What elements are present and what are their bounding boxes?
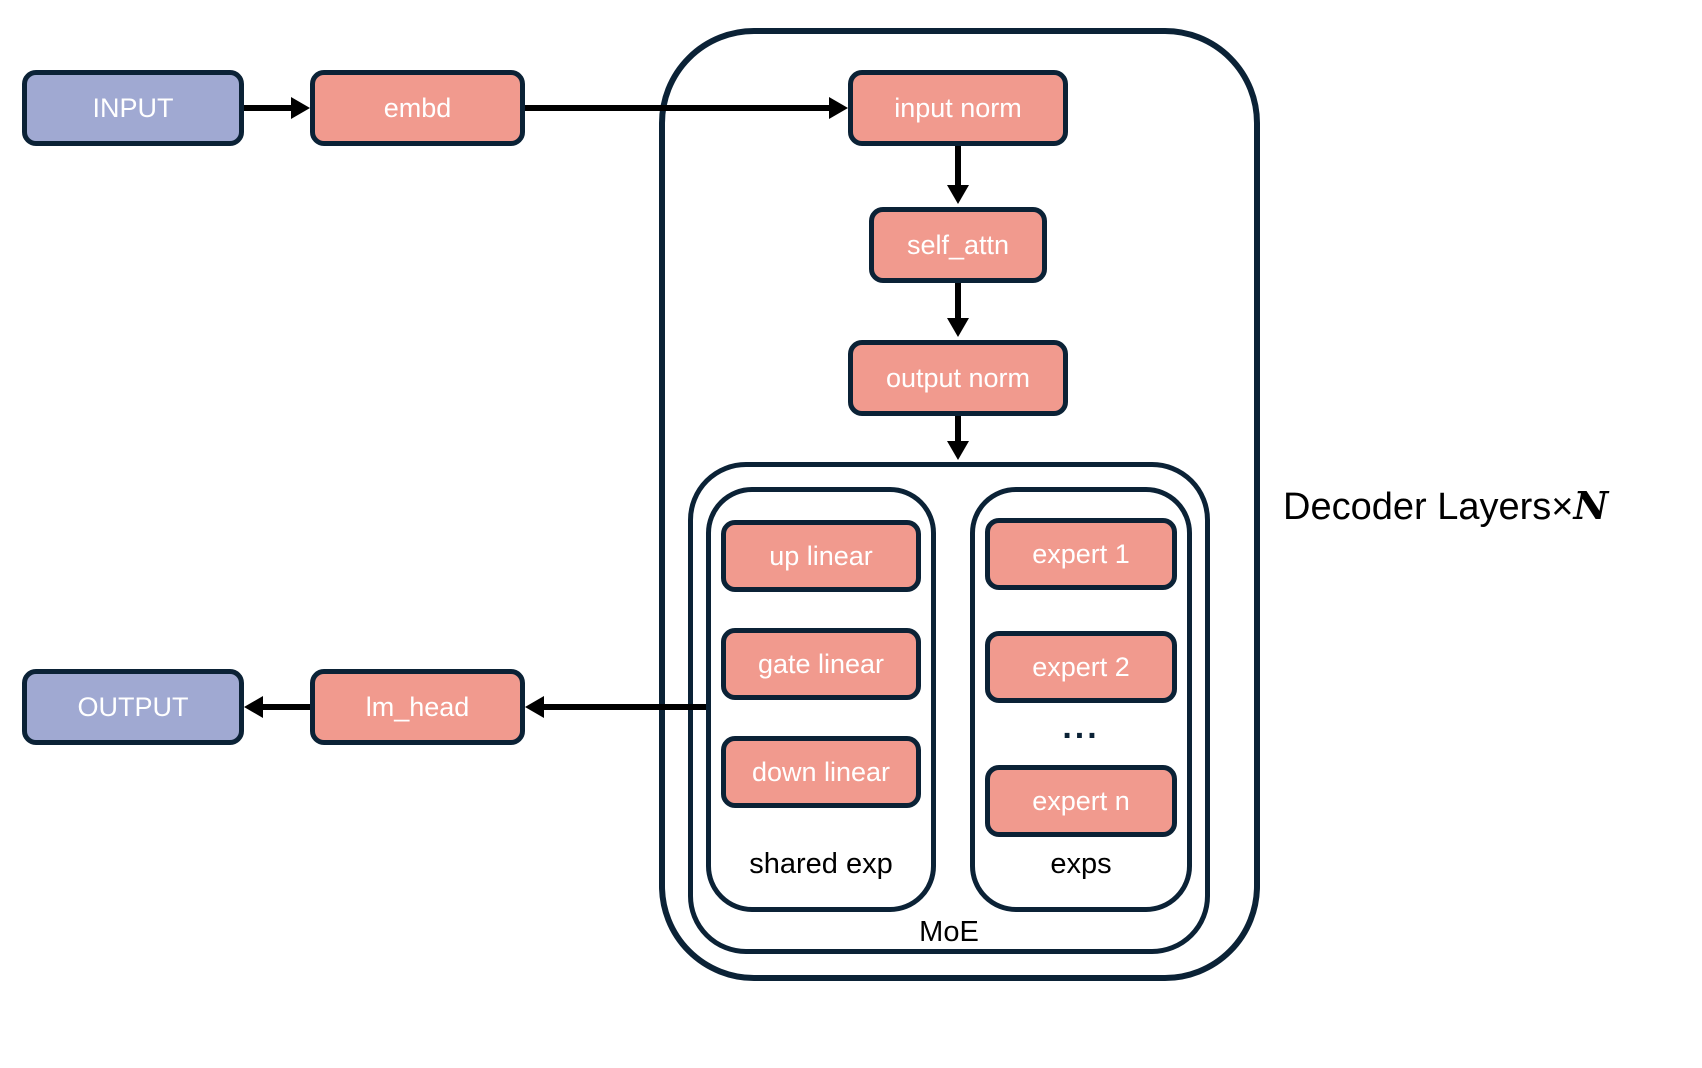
decoder-layers-n-variable: N xyxy=(1573,483,1609,528)
exps-label: exps xyxy=(1050,848,1112,880)
arrow-embd-to-input-norm-shaft xyxy=(525,105,830,111)
output-node: OUTPUT xyxy=(22,669,244,745)
moe-label: MoE xyxy=(919,916,979,948)
arrow-input-norm-to-self-attn-shaft xyxy=(955,146,961,186)
decoder-layers-label: Decoder Layers×N xyxy=(1283,483,1608,529)
arrow-moe-to-lm-head-shaft xyxy=(543,704,706,710)
expert-1-node: expert 1 xyxy=(985,518,1177,590)
arrow-output-norm-to-moe-head xyxy=(947,441,969,460)
decoder-layers-container xyxy=(659,28,1260,981)
arrow-output-norm-to-moe-shaft xyxy=(955,416,961,442)
input-node: INPUT xyxy=(22,70,244,146)
input-norm-node: input norm xyxy=(848,70,1068,146)
arrow-self-attn-to-output-norm-shaft xyxy=(955,283,961,319)
expert-n-node: expert n xyxy=(985,765,1177,837)
expert-2-node: expert 2 xyxy=(985,631,1177,703)
arrow-input-norm-to-self-attn-head xyxy=(947,185,969,204)
shared-exp-label: shared exp xyxy=(749,848,893,880)
experts-container xyxy=(970,487,1192,912)
arrow-input-to-embd-head xyxy=(291,97,310,119)
arrow-input-to-embd-shaft xyxy=(244,105,292,111)
arrow-lm-head-to-output-shaft xyxy=(262,704,310,710)
lm-head-node: lm_head xyxy=(310,669,525,745)
gate-linear-node: gate linear xyxy=(721,628,921,700)
decoder-layers-label-prefix: Decoder Layers× xyxy=(1283,486,1574,528)
output-norm-node: output norm xyxy=(848,340,1068,416)
arrow-embd-to-input-norm-head xyxy=(829,97,848,119)
arrow-self-attn-to-output-norm-head xyxy=(947,318,969,337)
arrow-lm-head-to-output-head xyxy=(244,696,263,718)
down-linear-node: down linear xyxy=(721,736,921,808)
experts-ellipsis: ... xyxy=(1062,708,1100,746)
self-attn-node: self_attn xyxy=(869,207,1047,283)
embd-node: embd xyxy=(310,70,525,146)
up-linear-node: up linear xyxy=(721,520,921,592)
shared-expert-container xyxy=(706,487,936,912)
arrow-moe-to-lm-head-head xyxy=(525,696,544,718)
